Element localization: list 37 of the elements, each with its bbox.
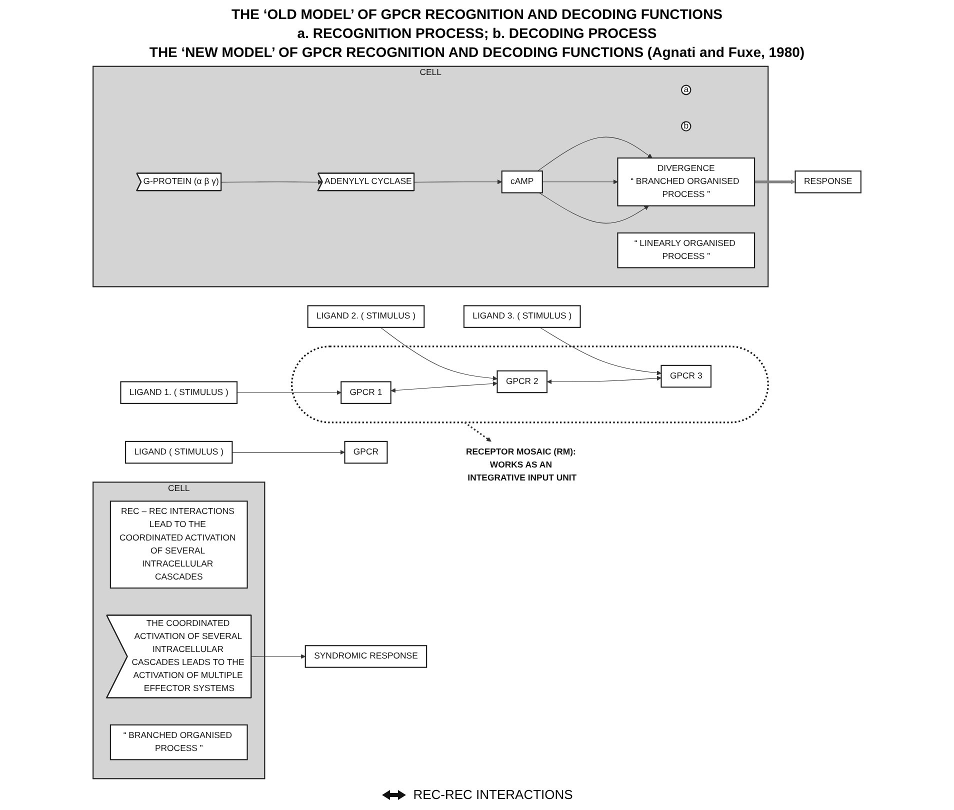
heading-note: a. RECOGNITION PROCESS; b. DECODING PROCESS bbox=[297, 25, 657, 41]
node-box: “ BRANCHED ORGANISED PROCESS ” bbox=[110, 724, 248, 760]
node-box: REC – REC INTERACTIONS LEAD TO THE COORDINATED ACTIVATION OF SEVERAL INTRACELLULAR CASCADES bbox=[110, 500, 248, 589]
arrow bbox=[537, 136, 652, 172]
arrow bbox=[547, 376, 662, 384]
arrow bbox=[251, 654, 306, 659]
arrow bbox=[754, 180, 796, 184]
arrow bbox=[538, 192, 649, 224]
legend-label: REC-REC INTERACTIONS bbox=[413, 787, 573, 802]
node-text: RECEPTOR MOSAIC (RM): WORKS AS AN INTEGRATIVE INPUT UNIT bbox=[466, 447, 577, 483]
arrow bbox=[540, 327, 662, 376]
node-circle: b bbox=[680, 121, 692, 132]
node-box: LIGAND 2. ( STIMULUS ) bbox=[307, 305, 425, 328]
arrow bbox=[221, 180, 323, 185]
node-box: “ LINEARLY ORGANISED PROCESS ” bbox=[617, 232, 756, 268]
node-box: LIGAND 1. ( STIMULUS ) bbox=[120, 381, 238, 404]
node-box: DIVERGENCE “ BRANCHED ORGANISED PROCESS ” bbox=[617, 157, 756, 206]
node-box: LIGAND 3. ( STIMULUS ) bbox=[463, 305, 581, 328]
arrow bbox=[390, 381, 498, 393]
node-box: LIGAND ( STIMULUS ) bbox=[125, 440, 233, 464]
arrow bbox=[414, 180, 502, 184]
cluster bbox=[291, 346, 769, 424]
heading-note: THE ‘NEW MODEL’ OF GPCR RECOGNITION AND DECODING FUNCTIONS (Agnati and Fuxe, 1980) bbox=[149, 44, 805, 60]
arrow bbox=[542, 180, 618, 184]
arrow bbox=[380, 327, 498, 381]
node-box: cAMP bbox=[501, 170, 543, 194]
arrow bbox=[464, 422, 492, 442]
node-box: GPCR 3 bbox=[660, 364, 712, 388]
heading-note: THE ‘OLD MODEL’ OF GPCR RECOGNITION AND DECODING FUNCTIONS bbox=[231, 6, 723, 22]
node-box: GPCR 1 bbox=[340, 381, 392, 404]
node-box: GPCR 2 bbox=[496, 370, 548, 394]
node-box: SYNDROMIC RESPONSE bbox=[304, 645, 428, 668]
arrow bbox=[232, 450, 345, 455]
node-box: GPCR bbox=[344, 440, 388, 464]
node-box: RESPONSE bbox=[794, 170, 862, 194]
node-circle: a bbox=[680, 84, 692, 96]
arrow bbox=[236, 390, 342, 395]
